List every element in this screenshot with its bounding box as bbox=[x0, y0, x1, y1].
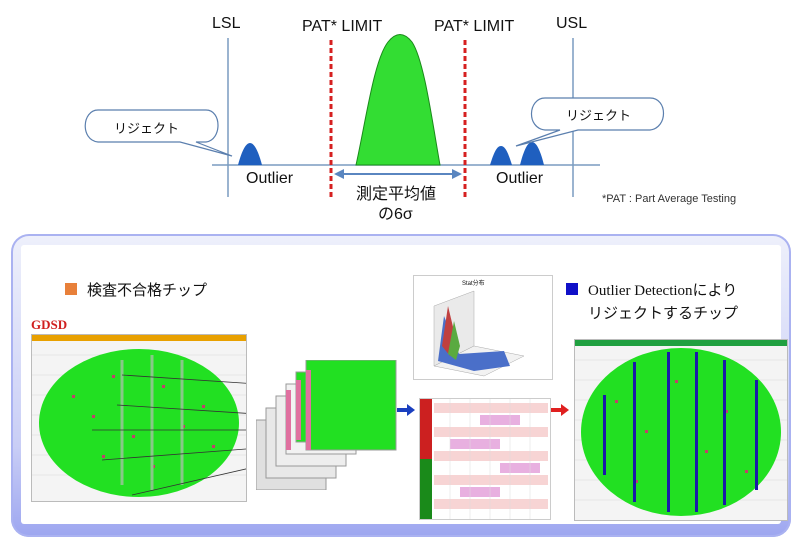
die-layer-stack-svg bbox=[255, 359, 397, 491]
process-arrow-red bbox=[551, 403, 569, 421]
six-sigma-label-line2: の6σ bbox=[378, 206, 413, 223]
six-sigma-arrowhead-right bbox=[452, 169, 462, 179]
reject-bubble-right bbox=[515, 97, 664, 147]
panel-content: 検査不合格チップ Outlier Detectionにより リジェクトするチップ… bbox=[21, 245, 788, 524]
outlier-label-right: Outlier bbox=[496, 170, 544, 187]
legend-outlier-label-line1: Outlier Detectionにより bbox=[588, 283, 738, 299]
outlier-label-left: Outlier bbox=[246, 170, 294, 187]
pat-footnote: *PAT : Part Average Testing bbox=[602, 193, 737, 205]
outlier-blob-left bbox=[238, 143, 262, 165]
legend-outlier-swatch bbox=[566, 283, 578, 295]
outlier-detection-panel: 検査不合格チップ Outlier Detectionにより リジェクトするチップ… bbox=[11, 234, 791, 537]
reject-label-left: リジェクト bbox=[114, 121, 180, 136]
pat-limit-left-label: PAT* LIMIT bbox=[302, 18, 383, 35]
usl-label: USL bbox=[556, 15, 588, 32]
wafer-map-left bbox=[31, 334, 273, 502]
stat-data-table-svg bbox=[420, 399, 548, 519]
wafer-map-right bbox=[574, 339, 788, 521]
wafer-map-right-svg bbox=[575, 340, 787, 516]
process-arrow-blue bbox=[397, 403, 415, 421]
pat-limit-right-label: PAT* LIMIT bbox=[434, 18, 515, 35]
distribution-svg bbox=[84, 34, 664, 198]
gdsd-label: GDSD bbox=[31, 317, 68, 332]
six-sigma-arrowhead-left bbox=[334, 169, 344, 179]
outlier-blob-right-2 bbox=[520, 142, 544, 165]
die-layer-stack bbox=[255, 359, 406, 491]
legend-fail-label: 検査不合格チップ bbox=[87, 282, 208, 299]
reject-label-right: リジェクト bbox=[566, 108, 632, 123]
reject-bubble-left bbox=[84, 109, 233, 157]
lsl-label: LSL bbox=[212, 15, 241, 32]
outlier-blob-right-1 bbox=[490, 146, 512, 165]
stat-chart-title: Stat分布 bbox=[462, 281, 485, 287]
stat-distribution-chart: Stat分布 bbox=[413, 275, 553, 380]
stat-data-table bbox=[419, 398, 551, 520]
pat-distribution-diagram: LSL USL PAT* LIMIT PAT* LIMIT リジェクト リジェク… bbox=[0, 0, 800, 230]
six-sigma-label-line1: 測定平均値 bbox=[356, 186, 437, 203]
wafer-map-left-svg bbox=[32, 335, 273, 497]
distribution-peak bbox=[355, 34, 441, 166]
legend-fail-swatch bbox=[65, 283, 77, 295]
legend-outlier-label-line2: リジェクトするチップ bbox=[588, 305, 739, 322]
stat-chart-svg bbox=[433, 290, 525, 377]
